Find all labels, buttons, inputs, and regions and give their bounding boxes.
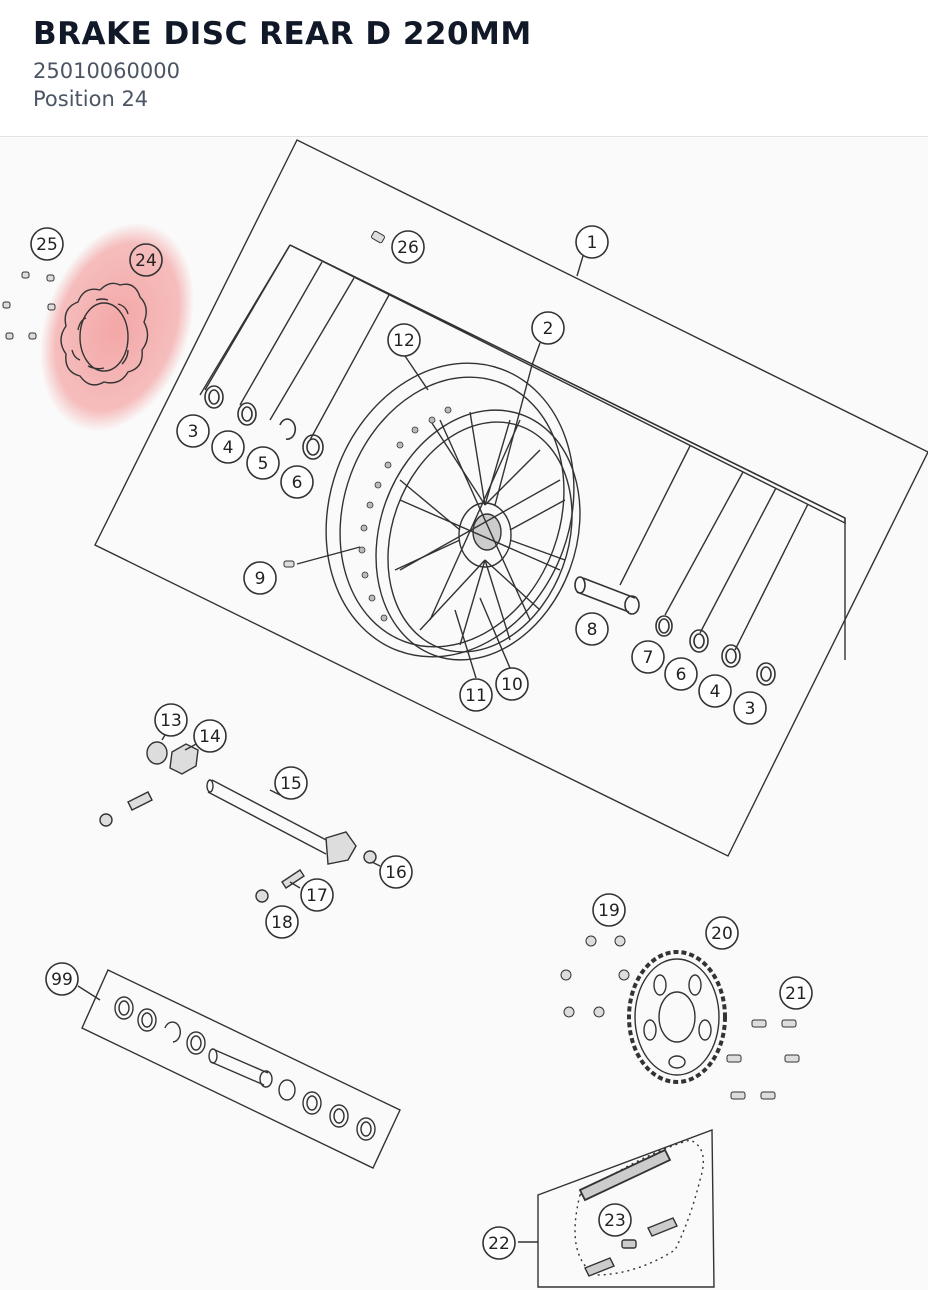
callout-19[interactable]: 19 [592,893,626,927]
callout-3[interactable]: 3 [176,414,210,448]
callout-18[interactable]: 18 [265,905,299,939]
svg-text:26: 26 [397,238,419,258]
svg-text:13: 13 [160,711,182,731]
svg-text:17: 17 [306,886,328,906]
rear-wheel-icon [325,362,581,661]
right-bearings-icon [574,576,776,686]
svg-text:2: 2 [543,319,554,339]
svg-text:15: 15 [280,774,302,794]
valve-icon [371,230,385,244]
svg-text:25: 25 [36,235,58,255]
rim-bolt-icon [283,560,295,568]
svg-text:8: 8 [587,620,598,640]
svg-text:12: 12 [393,331,415,351]
callout-2[interactable]: 2 [531,311,565,345]
callout-1[interactable]: 1 [575,225,609,259]
callout-10[interactable]: 10 [495,667,529,701]
svg-text:9: 9 [255,569,266,589]
svg-text:6: 6 [292,473,303,493]
callout-3b[interactable]: 3 [733,691,767,725]
svg-text:16: 16 [385,863,407,883]
callout-24[interactable]: 24 [129,243,163,277]
callout-17[interactable]: 17 [300,878,334,912]
svg-text:3: 3 [745,699,756,719]
callout-4[interactable]: 4 [211,430,245,464]
wheel-group-frame [94,139,928,857]
svg-text:20: 20 [711,924,733,944]
callout-22[interactable]: 22 [482,1226,516,1260]
svg-text:22: 22 [488,1234,510,1254]
callout-12[interactable]: 12 [387,323,421,357]
svg-text:1: 1 [587,233,598,253]
rim-holes [358,406,452,622]
part-number: 25010060000 [33,59,180,83]
bearing-kit-icon [77,969,401,1169]
callout-4b[interactable]: 4 [698,674,732,708]
svg-text:6: 6 [676,665,687,685]
callout-26[interactable]: 26 [391,230,425,264]
callout-15[interactable]: 15 [274,766,308,800]
axle-parts-icon [99,729,381,903]
svg-text:18: 18 [271,913,293,933]
svg-text:19: 19 [598,901,620,921]
svg-text:11: 11 [465,686,487,706]
callout-7[interactable]: 7 [631,640,665,674]
part-header: BRAKE DISC REAR D 220MM 25010060000 Posi… [0,0,928,137]
callout-13[interactable]: 13 [154,703,188,737]
part-position: Position 24 [33,87,149,111]
sprocket-bolts-icon [726,1019,800,1100]
callout-5[interactable]: 5 [246,446,280,480]
callout-16[interactable]: 16 [379,855,413,889]
callout-99[interactable]: 99 [45,962,79,996]
callout-25[interactable]: 25 [30,227,64,261]
brake-disc-icon[interactable] [60,282,149,386]
callout-20[interactable]: 20 [705,916,739,950]
left-bearings-icon [204,385,324,460]
svg-text:4: 4 [223,438,234,458]
svg-text:3: 3 [188,422,199,442]
exploded-parts-diagram[interactable]: 1 2 3 4 5 6 9 12 8 7 6 4 3 11 10 24 25 2… [0,138,928,1290]
svg-text:14: 14 [199,727,221,747]
disc-bolts-icon [2,271,56,340]
callout-6[interactable]: 6 [280,465,314,499]
part-title: BRAKE DISC REAR D 220MM [33,16,532,52]
highlighted-part-halo [39,222,195,432]
callout-14[interactable]: 14 [193,719,227,753]
svg-text:23: 23 [604,1211,626,1231]
callout-23[interactable]: 23 [598,1203,632,1237]
svg-text:21: 21 [785,984,807,1004]
svg-text:4: 4 [710,682,721,702]
callout-9[interactable]: 9 [243,561,277,595]
callout-8[interactable]: 8 [575,612,609,646]
svg-text:99: 99 [51,970,73,990]
svg-text:10: 10 [501,675,523,695]
chain-icon [518,1128,715,1288]
sprocket-icon [627,950,727,1084]
svg-text:24: 24 [135,251,157,271]
callout-11[interactable]: 11 [459,678,493,712]
svg-text:7: 7 [643,648,654,668]
svg-text:5: 5 [258,454,269,474]
callout-6b[interactable]: 6 [664,657,698,691]
callout-21[interactable]: 21 [779,976,813,1010]
sprocket-nuts-icon [560,935,630,1018]
